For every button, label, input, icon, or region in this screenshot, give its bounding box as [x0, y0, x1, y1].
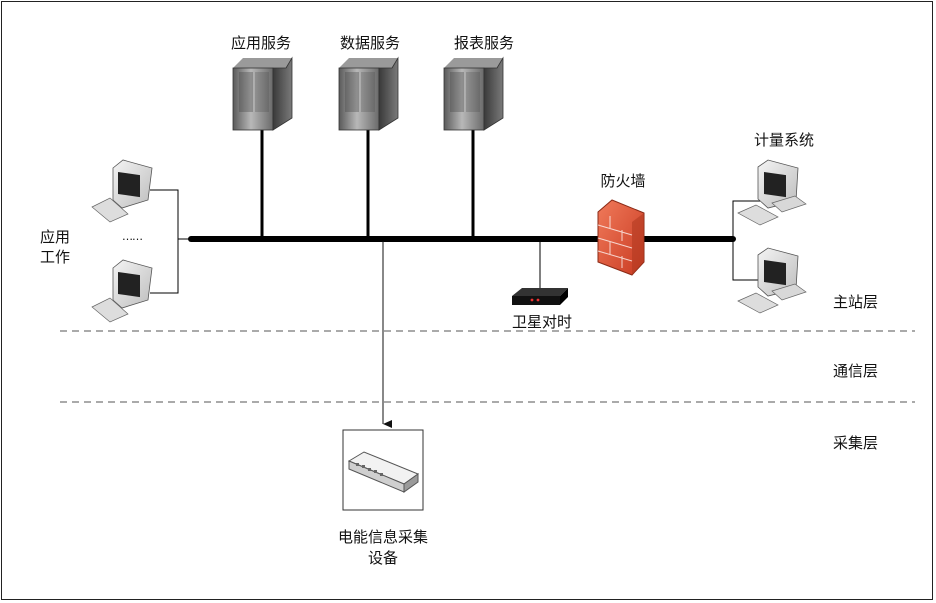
device-label-line2: 设备 — [367, 549, 399, 567]
layer-collect-label: 采集层 — [833, 434, 879, 452]
workstation-label-line1: 应用 — [40, 228, 71, 246]
workstation-computer-icon — [91, 159, 153, 223]
metering-computer-icon — [737, 247, 807, 314]
layer-master-label: 主站层 — [833, 293, 879, 311]
data-server-icon — [338, 56, 399, 131]
switch-device-icon — [347, 451, 420, 493]
report-server-label: 报表服务 — [453, 34, 515, 52]
metering-bracket — [732, 200, 761, 281]
workstation-label-line2: 工作 — [40, 248, 71, 266]
workstation-ellipsis: …… — [122, 230, 143, 243]
app-server-label: 应用服务 — [230, 34, 292, 52]
satellite-clock-icon — [512, 288, 568, 305]
report-server-icon — [443, 56, 504, 131]
device-label-line1: 电能信息采集 — [337, 528, 429, 546]
data-server-label: 数据服务 — [339, 34, 401, 52]
metering-computer-icon — [737, 159, 807, 226]
workstation-computer-icon — [91, 259, 153, 323]
firewall-label: 防火墙 — [600, 172, 646, 190]
firewall-icon — [597, 199, 645, 276]
layer-comm-label: 通信层 — [833, 362, 879, 380]
metering-label: 计量系统 — [753, 131, 815, 149]
app-server-icon — [232, 56, 293, 131]
satellite-label: 卫星对时 — [511, 313, 573, 331]
workstation-bracket — [150, 189, 179, 294]
